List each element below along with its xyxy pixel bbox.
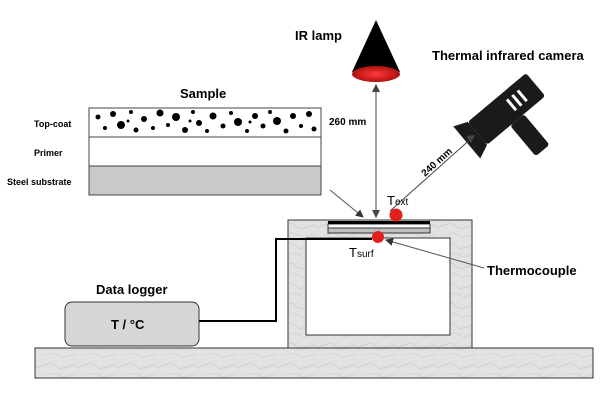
t-surf-label: Tsurf: [349, 245, 374, 260]
topcoat-label: Top-coat: [34, 119, 71, 129]
sample-illustration: [88, 107, 322, 196]
topcoat-particles: [95, 109, 317, 134]
logger-display-text: T / °C: [111, 317, 145, 332]
camera-label: Thermal infrared camera: [432, 48, 585, 63]
thermal-camera-icon: [453, 74, 549, 159]
ir-lamp-icon: [352, 20, 400, 82]
t-ext-marker: [389, 208, 403, 222]
substrate-layer: [88, 165, 322, 196]
thermocouple-cable: [199, 238, 372, 322]
substrate-label: Steel substrate: [7, 177, 72, 187]
insulation-cavity: [305, 237, 451, 336]
t-ext-label: Text: [387, 193, 409, 208]
data-logger-box: [64, 301, 200, 347]
camera-distance-line: [389, 135, 475, 212]
camera-distance-label: 240 mm: [420, 146, 455, 179]
topcoat-layer: [88, 107, 322, 138]
sample-pointer-line: [329, 189, 364, 218]
t-surf-marker: [372, 231, 384, 243]
thermocouple-pointer: [385, 238, 485, 269]
lamp-distance-label: 260 mm: [329, 117, 366, 128]
data-logger-label: Data logger: [96, 282, 168, 297]
primer-label: Primer: [34, 148, 63, 158]
thermocouple-label: Thermocouple: [487, 263, 577, 278]
sample-plate-topcoat: [328, 221, 430, 224]
ir-lamp-label: IR lamp: [295, 28, 342, 43]
floor-slab: [34, 347, 594, 379]
primer-layer: [88, 136, 322, 167]
sample-title: Sample: [180, 86, 226, 101]
sample-plate-middle: [327, 223, 431, 229]
